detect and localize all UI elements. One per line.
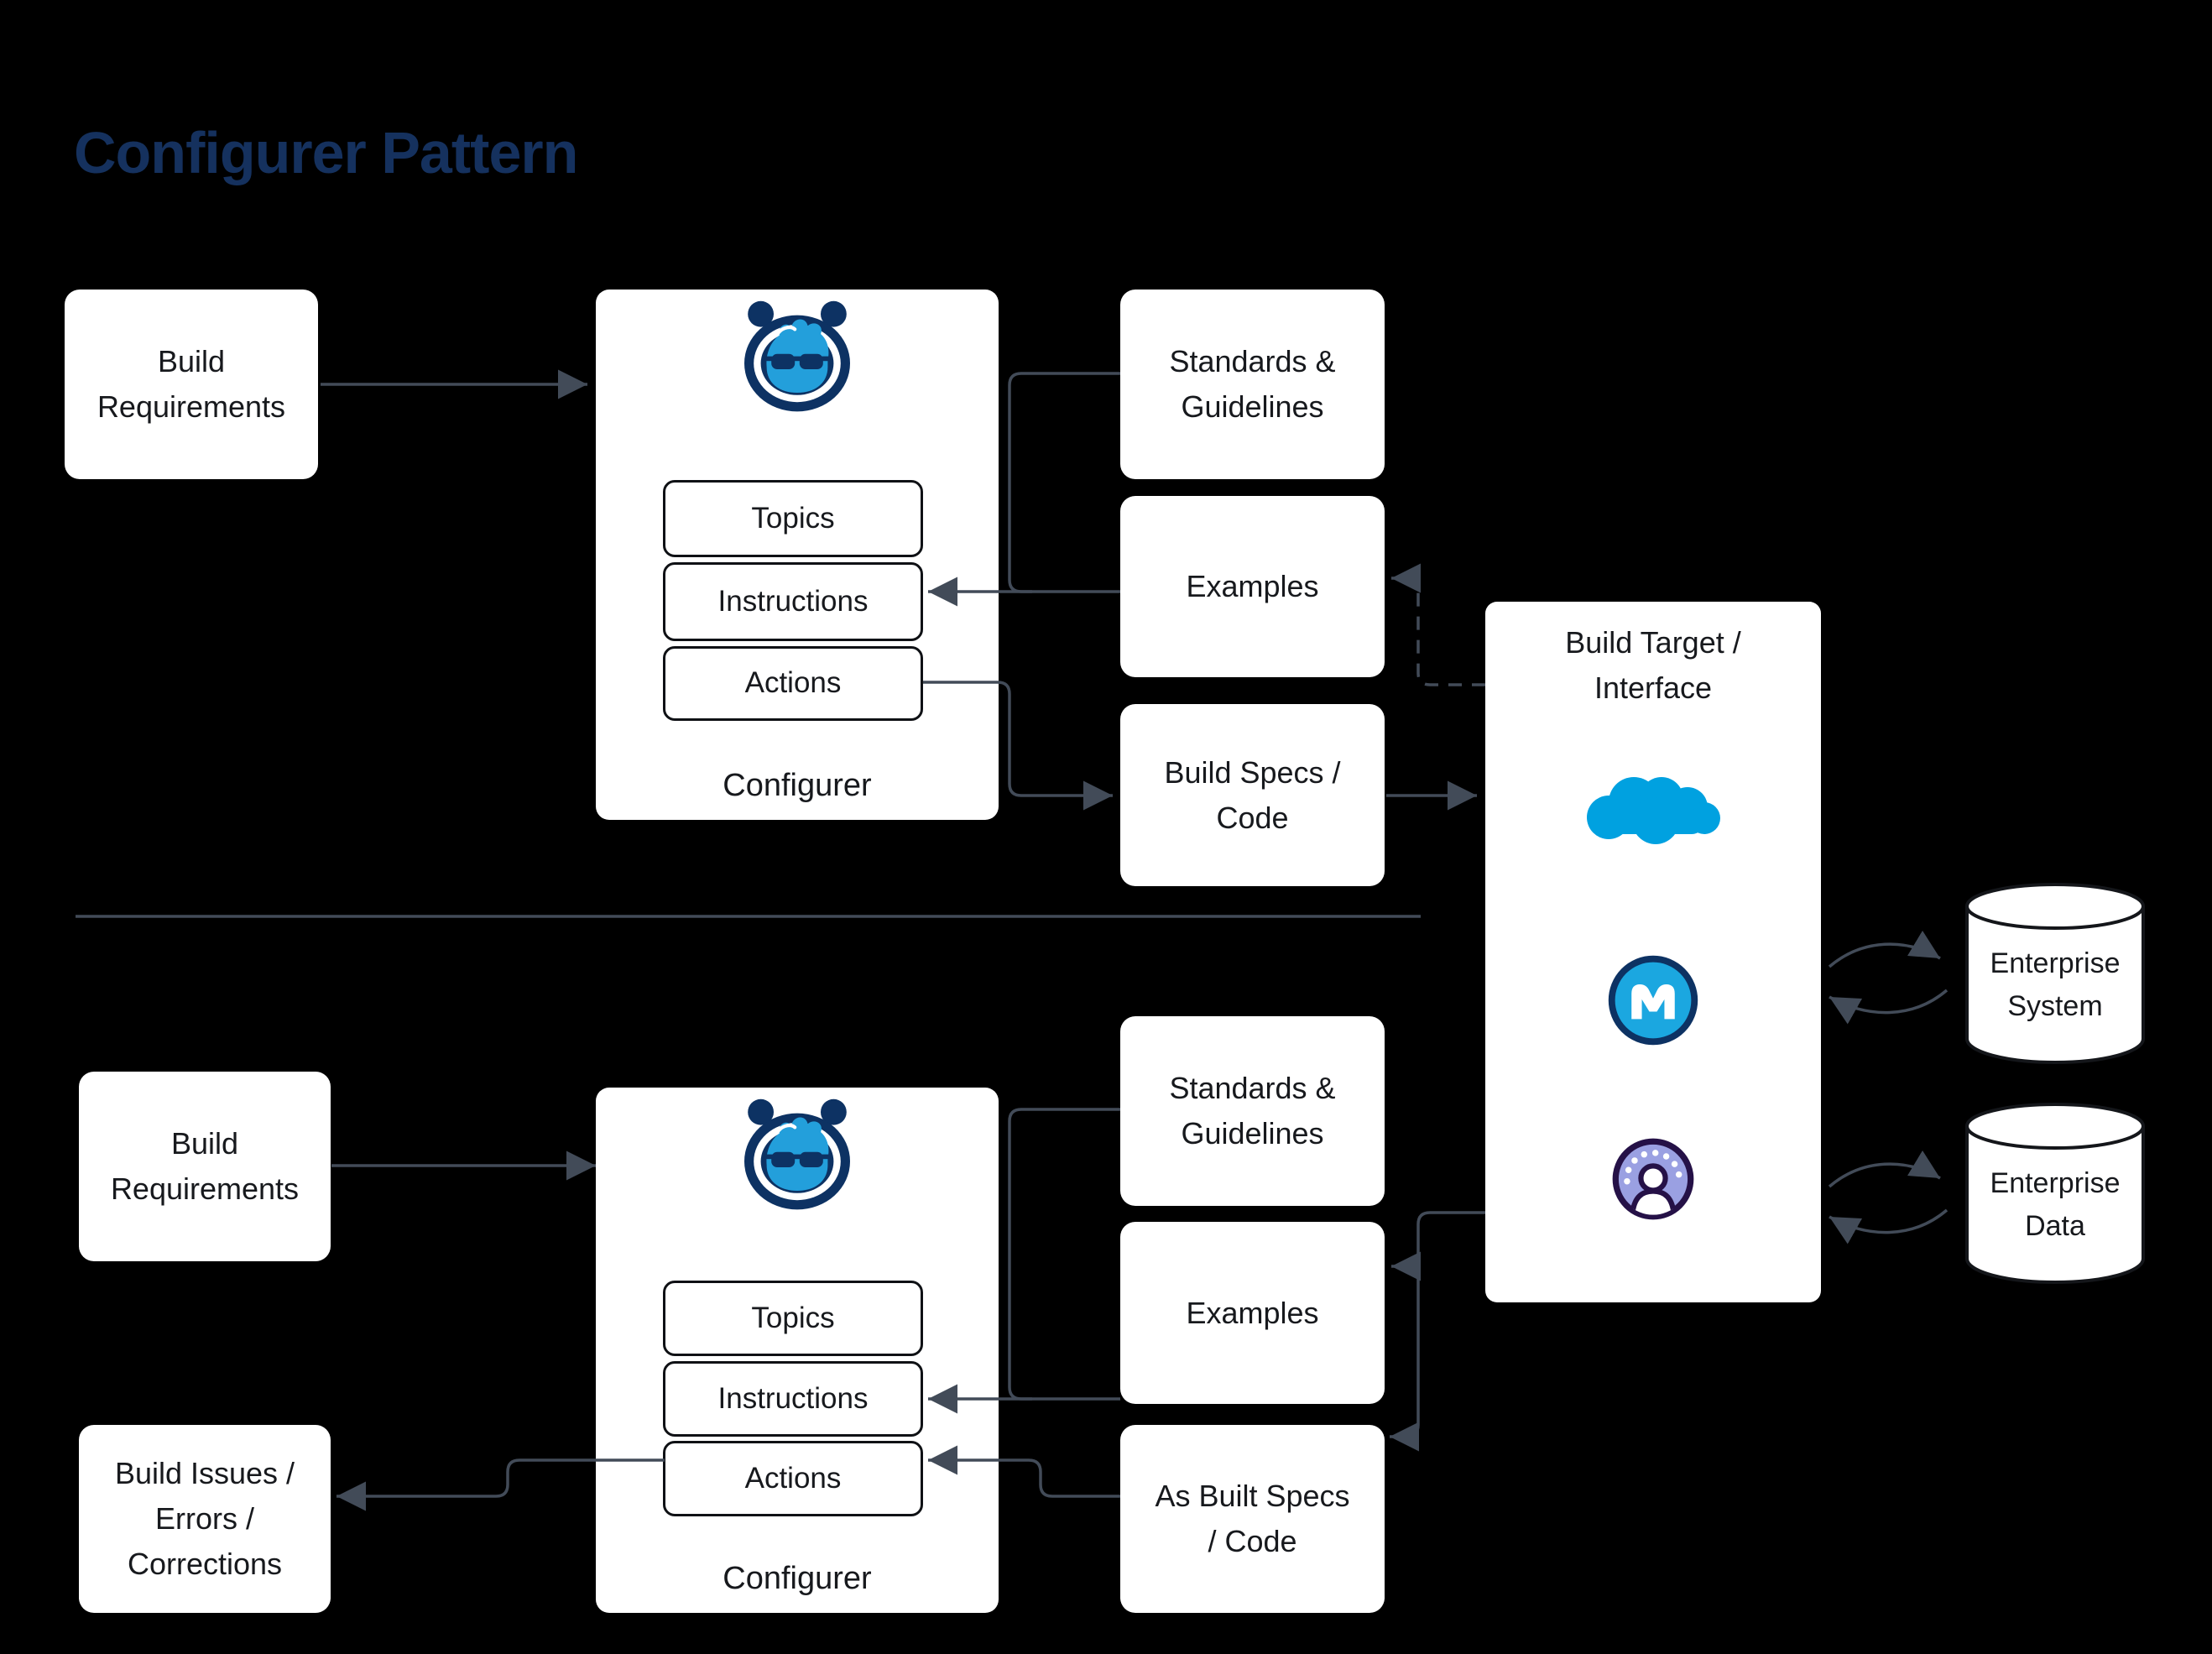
actions-box-top: Actions [663, 646, 923, 721]
build-issues-label: Build Issues / Errors / Corrections [114, 1456, 295, 1581]
standards-guidelines-label-top: Standards & Guidelines [1169, 344, 1336, 424]
standards-guidelines-box-top: Standards & Guidelines [1120, 290, 1385, 479]
examples-label-top: Examples [1186, 569, 1319, 603]
enterprise-data-label: Enterprise Data [1990, 1166, 2121, 1242]
build-specs-box-top: Build Specs / Code [1120, 704, 1385, 886]
actions-label-bottom: Actions [744, 1461, 842, 1495]
actions-label-top: Actions [744, 666, 842, 700]
standards-guidelines-label-bottom: Standards & Guidelines [1169, 1071, 1336, 1150]
build-specs-label-top: Build Specs / Code [1164, 754, 1341, 835]
line-standards-to-trunk-bottom [1008, 1108, 1120, 1401]
examples-label-bottom: Examples [1186, 1295, 1319, 1330]
enterprise-system-label: Enterprise System [1990, 947, 2121, 1022]
mulesoft-icon [1606, 953, 1700, 1060]
configurer-box-bottom: Topics Instructions Actions Configurer [596, 1088, 999, 1613]
database-cylinder-icon [1965, 883, 2145, 1064]
build-requirements-box-bottom: Build Requirements [79, 1072, 331, 1261]
configurer-box-top: Topics Instructions Actions Configurer [596, 290, 999, 820]
dashed-arrow-build-target-to-examples-top [1391, 563, 1485, 686]
examples-box-top: Examples [1120, 496, 1385, 677]
build-issues-box: Build Issues / Errors / Corrections [79, 1425, 331, 1613]
build-requirements-box-top: Build Requirements [65, 290, 318, 479]
arrow-enterprise-system-to-target [1829, 989, 1949, 1025]
arrow-target-to-enterprise-system [1828, 930, 1941, 968]
enterprise-system-cylinder: Enterprise System [1962, 879, 2148, 1068]
actions-box-bottom: Actions [663, 1441, 923, 1516]
standards-guidelines-box-bottom: Standards & Guidelines [1120, 1016, 1385, 1206]
instructions-label-bottom: Instructions [717, 1381, 869, 1415]
instructions-label-top: Instructions [717, 584, 869, 618]
topics-box-bottom: Topics [663, 1281, 923, 1356]
enterprise-data-cylinder: Enterprise Data [1962, 1099, 2148, 1288]
examples-box-bottom: Examples [1120, 1222, 1385, 1404]
build-requirements-label-bottom: Build Requirements [110, 1126, 300, 1206]
as-built-specs-box: As Built Specs / Code [1120, 1425, 1385, 1613]
arrow-enterprise-data-to-target [1829, 1208, 1949, 1244]
instructions-box-top: Instructions [663, 562, 923, 641]
database-cylinder-icon [1965, 1103, 2145, 1284]
configurer-caption-bottom: Configurer [723, 1561, 872, 1596]
line-standards-to-trunk-top [1008, 372, 1120, 593]
topics-label-top: Topics [751, 501, 835, 535]
salesforce-cloud-icon [1573, 765, 1733, 866]
community-persona-icon [1609, 1135, 1697, 1235]
arrow-target-to-enterprise-data [1828, 1150, 1941, 1188]
as-built-specs-label: As Built Specs / Code [1155, 1479, 1350, 1558]
instructions-box-bottom: Instructions [663, 1361, 923, 1437]
configurer-caption-top: Configurer [723, 768, 872, 803]
agent-mascot-icon [727, 296, 868, 431]
page-title: Configurer Pattern [74, 120, 578, 185]
topics-label-bottom: Topics [751, 1301, 835, 1334]
topics-box-top: Topics [663, 480, 923, 557]
build-requirements-label-top: Build Requirements [97, 344, 286, 424]
build-target-box: Build Target / Interface [1485, 602, 1821, 1302]
agent-mascot-icon [727, 1094, 868, 1229]
build-target-label: Build Target / Interface [1565, 625, 1741, 705]
arrow-build-target-to-as-built [1390, 1211, 1485, 1452]
